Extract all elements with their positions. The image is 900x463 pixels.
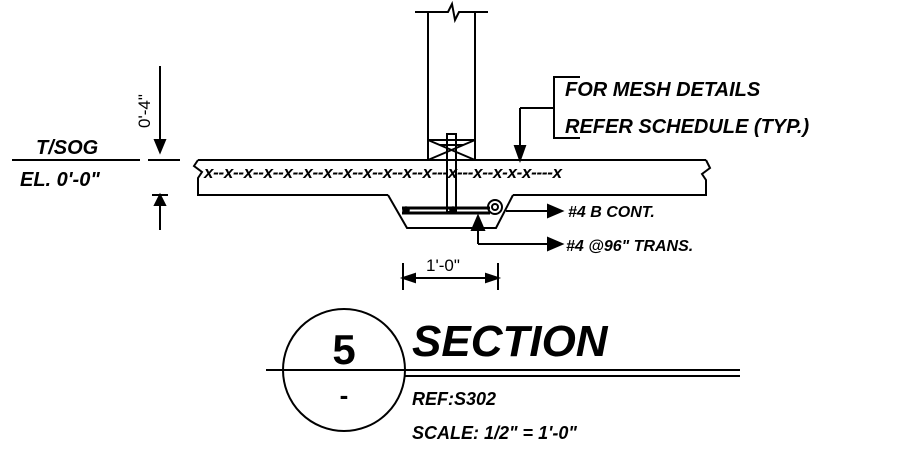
thickened-footing [387, 194, 514, 229]
bar-trans-label: #4 @96" TRANS. [566, 238, 693, 255]
bottom-bar-continuous [402, 199, 503, 215]
section-ref: REF:S302 [412, 389, 496, 409]
elevation-marker [12, 66, 180, 230]
bar-cont-label: #4 B CONT. [568, 204, 655, 221]
bar-trans-leader [470, 213, 565, 252]
vertical-dimension-text: 0'-4" [135, 94, 154, 128]
mesh-leader [513, 76, 580, 163]
section-title: SECTION [412, 317, 609, 366]
slab-on-grade [192, 159, 712, 196]
column [415, 0, 488, 160]
section-sheet: - [340, 380, 349, 410]
horizontal-dimension-text: 1'-0" [426, 256, 460, 275]
wire-mesh-line: x--x--x--x--x--x--x--x--x--x--x--x---x--… [203, 163, 564, 182]
mesh-note-line1: FOR MESH DETAILS [565, 79, 761, 101]
section-bubble [266, 308, 740, 432]
mesh-note-line2: REFER SCHEDULE (TYP.) [565, 116, 809, 138]
elevation-label: EL. 0'-0" [20, 169, 100, 191]
section-number: 5 [332, 326, 355, 373]
tsog-label: T/SOG [36, 137, 98, 159]
bar-cont-leader [506, 203, 565, 219]
section-scale: SCALE: 1/2" = 1'-0" [412, 423, 577, 443]
base-plate [427, 139, 476, 161]
horizontal-dimension [399, 263, 502, 290]
